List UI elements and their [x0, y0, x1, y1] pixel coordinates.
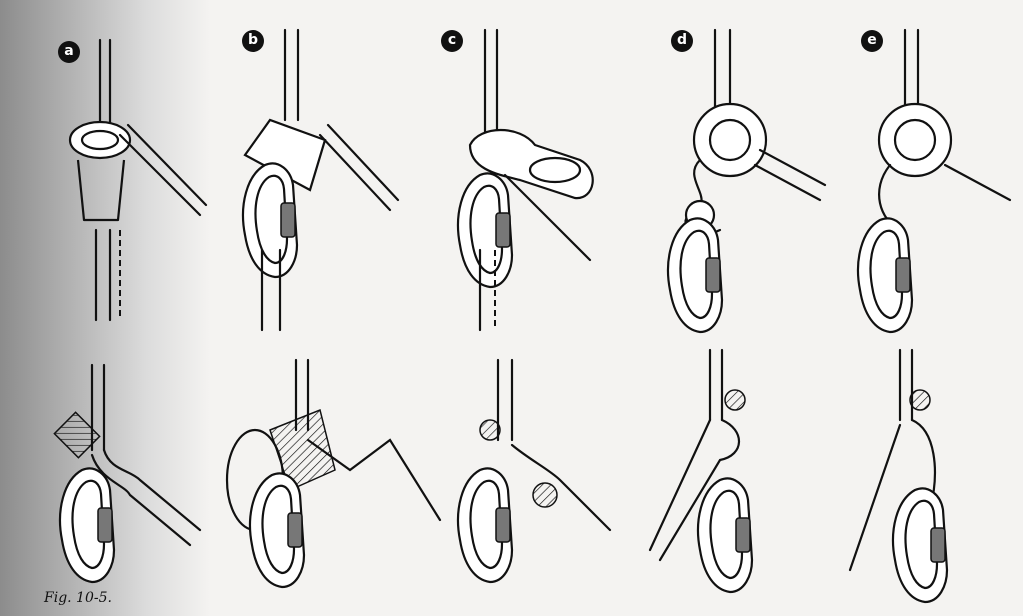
panel-c-bottom-illustration: [456, 358, 612, 584]
panel-c-top-illustration: [456, 28, 594, 332]
panel-label-e: e: [861, 30, 883, 52]
panel-a-top-illustration: [68, 38, 208, 322]
panel-label-d: d: [671, 30, 693, 52]
panel-b-bottom-illustration: [225, 358, 442, 589]
figure-caption: Fig. 10-5.: [44, 590, 112, 606]
panel-e-top-illustration: [856, 28, 1012, 334]
panel-label-b: b: [242, 30, 264, 52]
panel-a-bottom-illustration: [53, 363, 202, 584]
panel-label-c: c: [441, 30, 463, 52]
panel-d-bottom-illustration: [648, 348, 754, 594]
panel-b-top-illustration: [241, 28, 400, 332]
panel-e-bottom-illustration: [848, 348, 949, 604]
panel-label-a: a: [58, 41, 80, 63]
panel-d-top-illustration: [666, 28, 827, 334]
